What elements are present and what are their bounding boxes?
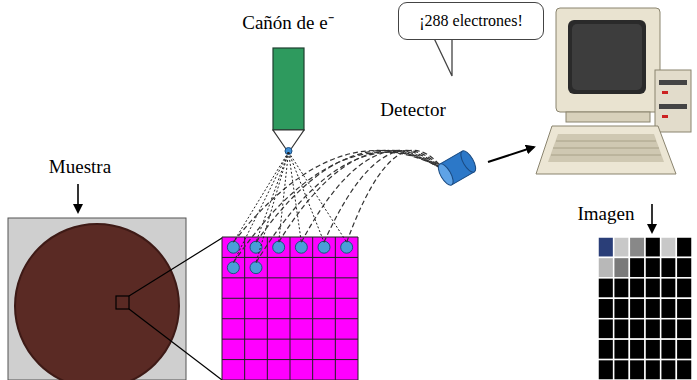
pixel-cell — [614, 257, 630, 277]
pixel-cell — [629, 257, 645, 277]
pixel-cell — [614, 360, 630, 380]
secondary-electron-path — [233, 152, 444, 262]
pixel-cell — [661, 257, 677, 277]
electron-dot — [227, 241, 239, 253]
pixel-cell — [614, 237, 630, 257]
pixel-cell — [598, 339, 614, 359]
bubble-tail — [432, 34, 452, 76]
pointer-arrow — [651, 204, 653, 232]
image-grid — [598, 237, 692, 380]
bubble-text: ¡288 electrones! — [419, 12, 523, 30]
electron-dot — [341, 241, 353, 253]
beam-line — [233, 152, 288, 263]
computer-icon — [536, 8, 691, 174]
pixel-cell — [676, 257, 692, 277]
grid-line — [222, 237, 223, 380]
grid-line — [244, 237, 245, 380]
secondary-electron-path — [301, 150, 444, 242]
electron-paths — [233, 150, 444, 262]
sample-photo — [8, 218, 222, 380]
pixel-cell — [661, 339, 677, 359]
pixel-cell — [629, 339, 645, 359]
grid-line — [358, 237, 359, 380]
pixel-cell — [645, 257, 661, 277]
pixel-cell — [661, 298, 677, 318]
secondary-electron-path — [347, 150, 444, 242]
speech-bubble: ¡288 electrones! — [398, 2, 544, 40]
pixel-cell — [676, 278, 692, 298]
beam-line — [289, 152, 325, 242]
secondary-electron-path — [256, 150, 444, 242]
pixel-cell — [645, 298, 661, 318]
signal-arrow — [488, 147, 534, 162]
pixel-cell — [645, 339, 661, 359]
beam-line — [289, 152, 347, 242]
pixel-cell — [614, 339, 630, 359]
grid-line — [222, 359, 358, 360]
detector-icon — [435, 149, 478, 188]
pixel-cell — [661, 319, 677, 339]
pixel-cell — [629, 237, 645, 257]
pixel-cell — [661, 278, 677, 298]
pixel-cell — [629, 319, 645, 339]
beam-line — [256, 152, 289, 242]
pixel-cell — [629, 278, 645, 298]
electron-dot — [318, 241, 330, 253]
pixel-cell — [661, 360, 677, 380]
electron-dot — [227, 262, 239, 274]
gun-label: Cañón de e⁻ — [242, 12, 333, 34]
pixel-cell — [629, 298, 645, 318]
pixel-cell — [676, 298, 692, 318]
pixel-cell — [676, 360, 692, 380]
grid-line — [222, 339, 358, 340]
sample-label: Muestra — [49, 156, 111, 178]
pixel-cell — [676, 237, 692, 257]
secondary-electron-path — [324, 150, 444, 242]
grid-line — [312, 237, 313, 380]
image-label: Imagen — [578, 203, 635, 225]
electron-dot — [273, 241, 285, 253]
grid-line — [267, 237, 268, 380]
pixel-cell — [645, 360, 661, 380]
secondary-electron-path — [256, 152, 444, 262]
pixel-cell — [645, 278, 661, 298]
beam-line — [233, 152, 288, 242]
grid-line — [290, 237, 291, 380]
pixel-cell — [629, 360, 645, 380]
pixel-cell — [598, 360, 614, 380]
grid-line — [222, 318, 358, 319]
grid-line — [222, 257, 358, 258]
beam-line — [256, 152, 289, 263]
grid-line — [335, 237, 336, 380]
pixel-cell — [614, 319, 630, 339]
grid-ground — [222, 237, 358, 380]
pixel-cell — [598, 319, 614, 339]
pixel-cell — [598, 257, 614, 277]
pixel-cell — [676, 319, 692, 339]
electron-dot — [250, 241, 262, 253]
pixel-cell — [676, 339, 692, 359]
grid-line — [222, 237, 358, 238]
pixel-cell — [598, 237, 614, 257]
pixel-cell — [645, 237, 661, 257]
pixel-cell — [598, 298, 614, 318]
grid-line — [222, 298, 358, 299]
secondary-electron-path — [233, 150, 444, 242]
beam-line — [289, 152, 302, 242]
pixel-cell — [598, 278, 614, 298]
grid-line — [222, 277, 358, 278]
pixel-cell — [614, 298, 630, 318]
electron-dot — [250, 262, 262, 274]
secondary-electron-path — [279, 150, 444, 242]
detector-label: Detector — [380, 99, 445, 121]
pointer-arrow — [77, 184, 79, 212]
electron-dot — [295, 241, 307, 253]
pixel-cell — [645, 319, 661, 339]
electron-gun — [273, 48, 304, 155]
pixel-cell — [614, 278, 630, 298]
pixel-cell — [661, 237, 677, 257]
magnified-grid — [222, 237, 358, 380]
beam-line — [279, 152, 289, 242]
